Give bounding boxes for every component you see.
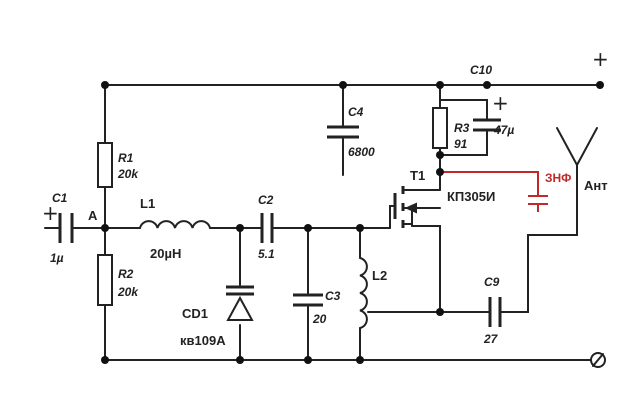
c1-value: 1µ <box>50 251 64 265</box>
c4-label: C4 <box>348 105 364 119</box>
c10-plus-sign: + <box>492 91 509 115</box>
varicap-cd1: CD1 кв109A <box>180 285 254 348</box>
t1-label: T1 <box>410 168 425 183</box>
r1-value: 20k <box>117 167 139 181</box>
c10-value: 47µ <box>493 123 514 137</box>
c2-label: C2 <box>258 193 274 207</box>
inductor-l2: L2 <box>359 257 387 329</box>
r3-label: R3 <box>454 121 470 135</box>
cd1-value: кв109A <box>180 333 226 348</box>
capacitor-c3: C3 20 <box>293 289 341 326</box>
capacitor-c2: C2 5.1 <box>258 193 275 261</box>
resistor-r1: R1 20k <box>97 142 139 188</box>
inductor-l1: L1 20µH <box>139 196 211 261</box>
c1-plus-sign: + <box>42 201 59 225</box>
t1-value: КП305И <box>447 189 495 204</box>
wires <box>44 84 601 361</box>
resistor-r2: R2 20k <box>97 254 139 306</box>
r1-label: R1 <box>118 151 134 165</box>
r2-value: 20k <box>117 285 139 299</box>
c3-value: 20 <box>312 312 327 326</box>
junction-dots <box>101 81 604 364</box>
resistor-r3: R3 91 <box>432 107 470 151</box>
transistor-t1: T1 КП305И <box>393 168 495 228</box>
supply-plus-sign: + <box>592 47 609 71</box>
antenna-label: Ант <box>584 178 608 193</box>
capacitor-c4: C4 6800 <box>327 105 375 159</box>
c3-label: C3 <box>325 289 341 303</box>
c1-label: C1 <box>52 191 68 205</box>
antenna: Ант <box>556 127 608 193</box>
c9-value: 27 <box>483 332 499 346</box>
node-a-label: A <box>88 208 98 223</box>
ground-terminal <box>590 352 606 368</box>
cd1-label: CD1 <box>182 306 208 321</box>
capacitor-c10: C10 47µ + <box>470 63 514 137</box>
r3-value: 91 <box>454 137 468 151</box>
capacitor-c9: C9 27 <box>483 275 502 346</box>
c2-value: 5.1 <box>258 247 275 261</box>
c4-value: 6800 <box>348 145 375 159</box>
r2-label: R2 <box>118 267 134 281</box>
l2-label: L2 <box>372 268 387 283</box>
capacitor-c1: C1 1µ + <box>42 191 74 265</box>
c9-label: C9 <box>484 275 500 289</box>
notch-filter: ЗНФ <box>440 171 571 212</box>
zhf-label: ЗНФ <box>545 171 571 185</box>
l1-value: 20µH <box>150 246 181 261</box>
c10-label: C10 <box>470 63 492 77</box>
l1-label: L1 <box>140 196 155 211</box>
